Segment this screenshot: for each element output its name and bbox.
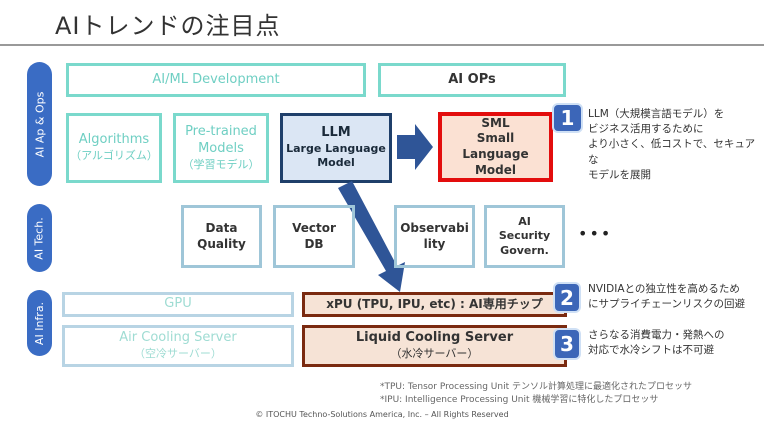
box-sublabel: （学習モデル） bbox=[182, 157, 260, 171]
box-label: Security bbox=[498, 229, 551, 243]
copyright: © ITOCHU Techno-Solutions America, Inc. … bbox=[255, 410, 509, 419]
box-label: Quality bbox=[197, 236, 246, 251]
box-sublabel: （アルゴリズム） bbox=[70, 149, 158, 163]
footnotes: *TPU: Tensor Processing Unit テンソル計算処理に最適… bbox=[380, 381, 692, 406]
callout-line: 対応で水冷シフトは不可避 bbox=[588, 344, 714, 357]
callout-line: より小さく、低コストで、セキュアな bbox=[588, 138, 756, 166]
callout-line: モデルを展開 bbox=[588, 168, 651, 181]
box-label: DB bbox=[304, 236, 324, 251]
box-label: Vector bbox=[292, 220, 336, 235]
box-label: Govern. bbox=[500, 243, 549, 257]
callout-line: さらなる消費電力・発熱への bbox=[588, 329, 725, 341]
box-label: Observabi bbox=[400, 220, 469, 235]
callout-line: ビジネス活用するために bbox=[588, 123, 704, 136]
algorithms-box: Algorithms （アルゴリズム） bbox=[66, 113, 162, 183]
page-title: AIトレンドの注目点 bbox=[55, 12, 281, 40]
box-label: Pre-trained bbox=[185, 123, 257, 139]
liquid-cooling-box: Liquid Cooling Server（水冷サーバー） bbox=[302, 325, 567, 367]
title-divider bbox=[0, 44, 764, 46]
box-label: Air Cooling Server bbox=[119, 330, 237, 346]
callout-text-3: さらなる消費電力・発熱への 対応で水冷シフトは不可避 bbox=[588, 328, 725, 358]
xpu-box: xPU (TPU, IPU, etc) : AI専用チップ bbox=[302, 292, 567, 317]
gpu-box: GPU bbox=[62, 292, 294, 317]
more-ellipsis-icon: ••• bbox=[578, 224, 613, 243]
box-label: Liquid Cooling Server bbox=[355, 330, 514, 346]
callout-badge-3: 3 bbox=[553, 328, 581, 360]
callout-line: にサプライチェーンリスクの回避 bbox=[588, 298, 745, 311]
callout-line: LLM（大規模言語モデル）を bbox=[588, 108, 725, 120]
footnote: *IPU: Intelligence Processing Unit 機械学習に… bbox=[380, 394, 659, 405]
box-label: Small Language bbox=[462, 131, 529, 161]
box-sublabel: （水冷サーバー） bbox=[390, 347, 479, 361]
callout-line: NVIDIAとの独立性を高めるため bbox=[588, 283, 740, 295]
box-label: SML bbox=[481, 115, 510, 130]
ai-ops-box: AI OPs bbox=[378, 63, 566, 97]
ml-development-box: AI/ML Development bbox=[66, 63, 366, 97]
box-label: AI/ML Development bbox=[152, 71, 280, 87]
box-label: GPU bbox=[164, 296, 192, 312]
callout-text-1: LLM（大規模言語モデル）を ビジネス活用するために より小さく、低コストで、セ… bbox=[588, 107, 764, 183]
layer-label-app-ops: AI Ap & Ops bbox=[27, 62, 52, 186]
layer-label-infra: AI Infra. bbox=[27, 290, 52, 356]
pretrained-models-box: Pre-trained Models （学習モデル） bbox=[173, 113, 269, 183]
box-label: xPU (TPU, IPU, etc) : AI専用チップ bbox=[326, 296, 543, 311]
box-label: Data bbox=[205, 220, 238, 235]
air-cooling-box: Air Cooling Server（空冷サーバー） bbox=[62, 325, 294, 367]
box-sublabel: （空冷サーバー） bbox=[134, 347, 222, 361]
box-label: Algorithms bbox=[78, 132, 150, 148]
callout-badge-2: 2 bbox=[553, 282, 581, 313]
box-label: Model bbox=[317, 156, 355, 170]
right-arrow-icon bbox=[397, 124, 433, 170]
box-label: AI OPs bbox=[448, 71, 496, 87]
footnote: *TPU: Tensor Processing Unit テンソル計算処理に最適… bbox=[380, 382, 692, 392]
box-label: lity bbox=[423, 236, 446, 251]
box-label: Model bbox=[474, 162, 517, 177]
box-label: Models bbox=[198, 140, 244, 156]
layer-label-tech: AI Tech. bbox=[27, 204, 52, 272]
callout-text-2: NVIDIAとの独立性を高めるため にサプライチェーンリスクの回避 bbox=[588, 282, 745, 312]
box-label: AI bbox=[518, 215, 531, 229]
llm-box: LLM Large Language Model bbox=[280, 113, 392, 183]
sml-box: SML Small Language Model bbox=[438, 112, 553, 182]
callout-badge-1: 1 bbox=[552, 103, 583, 133]
box-label: LLM bbox=[321, 125, 351, 141]
box-label: Large Language bbox=[286, 142, 386, 156]
